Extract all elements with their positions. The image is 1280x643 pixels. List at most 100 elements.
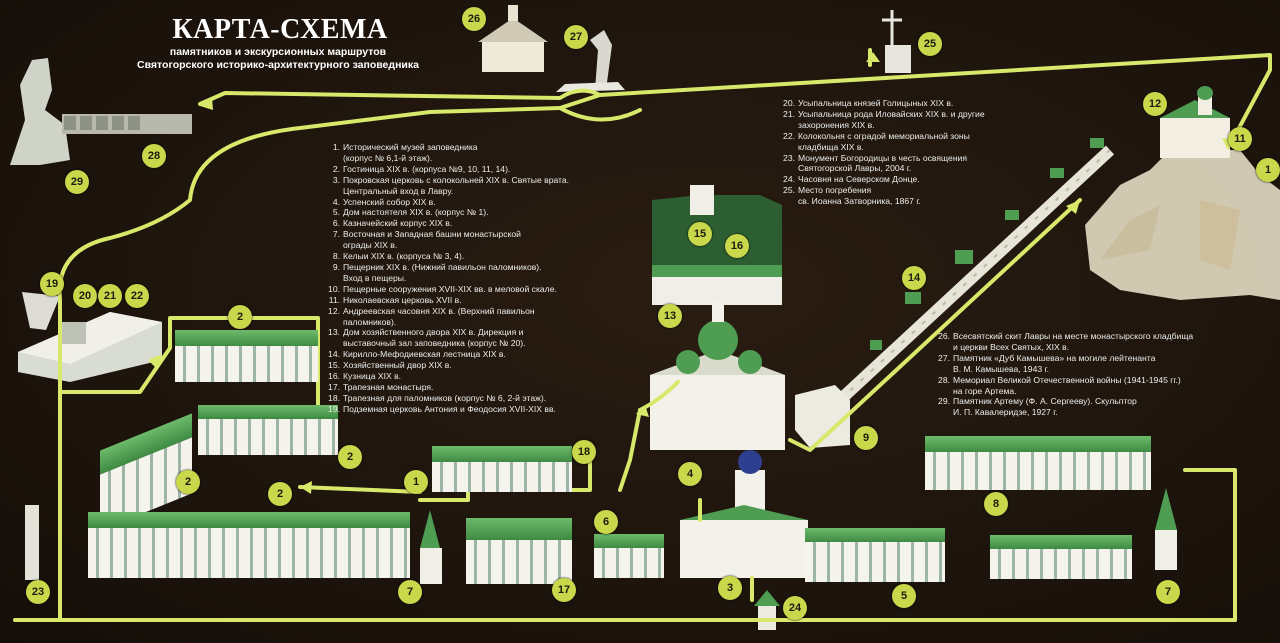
legend-number: 2.: [332, 163, 340, 174]
legend-right-bottom: 26.Всесвятский скит Лавры на месте монас…: [935, 331, 1235, 418]
legend-text: Пещерник XIX в. (Нижний павильон паломни…: [343, 261, 542, 272]
map-marker-24[interactable]: 24: [783, 596, 807, 620]
legend-entry: 4.Успенский собор XIX в.: [325, 197, 625, 208]
legend-entry: 6.Казначейский корпус XIX в.: [325, 218, 625, 229]
legend-entry: 28.Мемориал Великой Отечественной войны …: [935, 375, 1235, 386]
map-marker-2[interactable]: 2: [176, 470, 200, 494]
legend-text: Усыпальница князей Голицыных XIX в.: [798, 98, 954, 108]
legend-number: 22.: [783, 130, 795, 141]
legend-text: Место погребения: [798, 185, 872, 196]
wing-right: [990, 535, 1132, 579]
legend-number: 23.: [783, 152, 795, 163]
legend-entry: 3.Покровская церковь с колокольней XIX в…: [325, 175, 625, 186]
hotel-building-2-top: [175, 330, 318, 382]
map-marker-8[interactable]: 8: [984, 492, 1008, 516]
map-marker-7[interactable]: 7: [1156, 580, 1180, 604]
excursion-route: [13, 48, 1272, 622]
legend-entry: 9.Пещерник XIX в. (Нижний павильон палом…: [325, 262, 625, 273]
map-marker-12[interactable]: 12: [1143, 92, 1167, 116]
map-marker-25[interactable]: 25: [918, 32, 942, 56]
monument-23: [25, 505, 39, 580]
legend-number: 4.: [332, 196, 340, 207]
map-marker-1[interactable]: 1: [1256, 158, 1280, 182]
legend-text: Колокольня с оградой мемориальной зоны: [798, 130, 970, 141]
map-marker-29[interactable]: 29: [65, 170, 89, 194]
legend-text: Хозяйственный двор XIX в.: [343, 360, 452, 371]
map-marker-28[interactable]: 28: [142, 144, 166, 168]
pavilion-9: [795, 385, 850, 448]
map-marker-11[interactable]: 11: [1228, 127, 1252, 151]
map-marker-21[interactable]: 21: [98, 284, 122, 308]
legend-number: [780, 120, 798, 131]
legend-text: Кузница XIX в.: [343, 371, 402, 382]
cliff-church: [1160, 118, 1230, 158]
legend-entry: 26.Всесвятский скит Лавры на месте монас…: [935, 331, 1235, 342]
legend-entry: 15.Хозяйственный двор XIX в.: [325, 360, 625, 371]
legend-text: захоронения XIX в.: [798, 119, 875, 130]
legend-entry: 29.Памятник Артему (Ф. А. Сергееву). Ску…: [935, 396, 1235, 407]
artem-monument-29: [10, 58, 70, 165]
legend-left: 1.Исторический музей заповедника(корпус …: [325, 142, 625, 415]
cells-8: [925, 436, 1151, 490]
legend-entry: паломников).: [325, 317, 625, 328]
map-marker-17[interactable]: 17: [552, 578, 576, 602]
legend-entry: 25.Место погребения: [780, 185, 1040, 196]
map-marker-18[interactable]: 18: [572, 440, 596, 464]
legend-text: Памятник «Дуб Камышева» на могиле лейтен…: [953, 352, 1156, 363]
legend-entry: 2.Гостиница XIX в. (корпуса №9, 10, 11, …: [325, 164, 625, 175]
map-marker-26[interactable]: 26: [462, 7, 486, 31]
legend-entry: 13.Дом хозяйственного двора XIX в. Дирек…: [325, 327, 625, 338]
legend-number: 7.: [332, 229, 340, 240]
map-marker-15[interactable]: 15: [688, 222, 712, 246]
map-marker-7[interactable]: 7: [398, 580, 422, 604]
legend-entry: 1.Исторический музей заповедника: [325, 142, 625, 153]
legend-text: Андреевская часовня XIX в. (Верхний пави…: [343, 305, 535, 316]
map-marker-2[interactable]: 2: [338, 445, 362, 469]
legend-number: 5.: [332, 207, 340, 218]
legend-number: [935, 407, 953, 418]
legend-text: Мемориал Великой Отечественной войны (19…: [953, 374, 1181, 385]
legend-text: Покровская церковь с колокольней XIX в. …: [343, 174, 570, 185]
legend-number: 24.: [783, 174, 795, 185]
map-marker-23[interactable]: 23: [26, 580, 50, 604]
legend-entry: 8.Келыи XIX в. (корпуса № 3, 4).: [325, 251, 625, 262]
map-marker-2[interactable]: 2: [268, 482, 292, 506]
legend-text: выставочный зал заповедника (корпус № 20…: [343, 338, 526, 349]
legend-text: Трапезная монастыря.: [343, 381, 434, 392]
legend-number: 18.: [328, 392, 340, 403]
farmyard-15-16: [652, 195, 782, 278]
map-marker-3[interactable]: 3: [718, 576, 742, 600]
map-marker-13[interactable]: 13: [658, 304, 682, 328]
memorial-wall-28: [62, 114, 192, 134]
map-marker-4[interactable]: 4: [678, 462, 702, 486]
map-marker-9[interactable]: 9: [854, 426, 878, 450]
legend-text: Кирилло-Мефодиевская лестница XIX в.: [343, 349, 506, 360]
legend-number: [780, 196, 798, 207]
map-marker-16[interactable]: 16: [725, 234, 749, 258]
map-marker-14[interactable]: 14: [902, 266, 926, 290]
legend-text: Исторический музей заповедника: [343, 142, 478, 152]
map-marker-2[interactable]: 2: [228, 305, 252, 329]
legend-text: ограды XIX в.: [343, 240, 398, 251]
map-marker-19[interactable]: 19: [40, 272, 64, 296]
map-marker-1[interactable]: 1: [404, 470, 428, 494]
legend-text: паломников).: [343, 316, 397, 327]
legend-entry: 18.Трапезная для паломников (корпус № 6,…: [325, 393, 625, 404]
legend-number: 15.: [328, 360, 340, 371]
legend-number: [780, 163, 798, 174]
cathedral-4: [650, 375, 785, 450]
map-marker-27[interactable]: 27: [564, 25, 588, 49]
map-marker-5[interactable]: 5: [892, 584, 916, 608]
legend-entry: 19.Подземная церковь Антония и Феодосия …: [325, 404, 625, 415]
legend-entry: выставочный зал заповедника (корпус № 20…: [325, 338, 625, 349]
legend-number: 13.: [328, 327, 340, 338]
legend-number: [325, 317, 343, 328]
map-marker-6[interactable]: 6: [594, 510, 618, 534]
legend-text: Восточная и Западная башни монастырской: [343, 229, 521, 240]
map-marker-22[interactable]: 22: [125, 284, 149, 308]
legend-entry: 5.Дом настоятеля XIX в. (корпус № 1).: [325, 207, 625, 218]
legend-entry: Святогорской Лавры, 2004 г.: [780, 163, 1040, 174]
legend-text: Успенский собор XIX в.: [343, 196, 436, 207]
map-marker-20[interactable]: 20: [73, 284, 97, 308]
